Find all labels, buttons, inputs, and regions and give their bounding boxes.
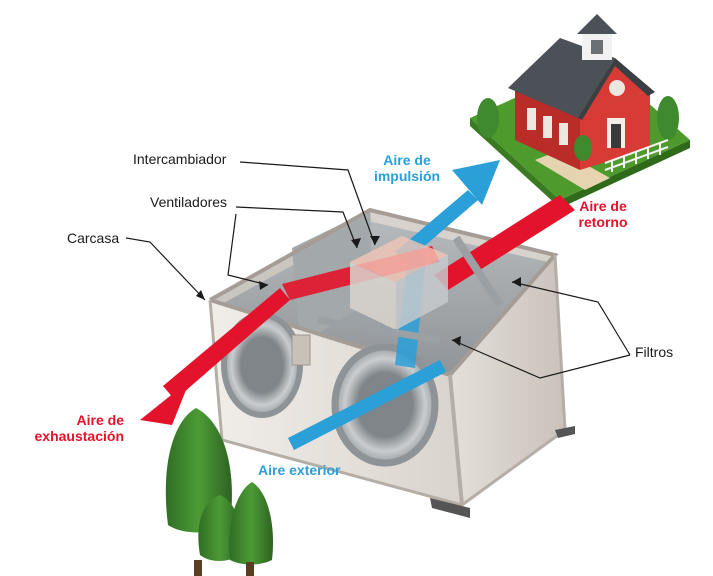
leader-filtros xyxy=(511,281,631,356)
garden-path xyxy=(535,150,610,190)
label-aire-impulsion-line2: impulsión xyxy=(373,168,441,184)
exterior-duct-opening xyxy=(331,343,439,467)
label-aire-retorno: Aire de retorno xyxy=(572,198,634,230)
tree xyxy=(229,482,274,565)
leader-ventiladores xyxy=(235,206,358,249)
label-aire-exhaustacion-line1: Aire de xyxy=(76,412,124,428)
label-aire-retorno-line2: retorno xyxy=(578,214,628,230)
exhaust-air-arrow xyxy=(163,288,290,400)
label-aire-retorno-line1: Aire de xyxy=(579,198,627,214)
fence xyxy=(604,139,669,172)
leader-filtros-2 xyxy=(451,339,631,379)
leader-carcasa xyxy=(125,237,206,301)
return-air-arrow xyxy=(434,195,575,290)
label-intercambiador: Intercambiador xyxy=(133,151,227,167)
label-aire-exhaustacion: Aire de exhaustación xyxy=(24,412,124,444)
unit-right-face xyxy=(450,255,565,505)
filter xyxy=(317,316,441,344)
filter xyxy=(452,235,504,308)
window xyxy=(559,123,568,145)
label-filtros: Filtros xyxy=(635,344,674,360)
door xyxy=(611,124,621,148)
label-aire-impulsion-line1: Aire de xyxy=(383,152,431,168)
bush xyxy=(574,135,592,161)
leader-lines xyxy=(125,161,631,379)
window xyxy=(543,116,552,138)
heat-exchanger xyxy=(350,236,448,282)
label-ventiladores: Ventiladores xyxy=(150,194,228,210)
label-carcasa: Carcasa xyxy=(67,230,120,246)
exterior-air-arrow xyxy=(288,360,446,450)
label-aire-exterior: Aire exterior xyxy=(258,462,341,478)
leader-ventiladores-2 xyxy=(227,213,269,286)
label-aire-exhaustacion-line2: exhaustación xyxy=(34,428,124,444)
bush xyxy=(477,98,499,138)
bush xyxy=(657,96,679,140)
round-window xyxy=(609,80,625,96)
leader-intercambiador xyxy=(239,161,376,246)
trees-illustration xyxy=(165,408,274,576)
house-illustration xyxy=(470,14,690,208)
label-aire-impulsion: Aire de impulsión xyxy=(370,152,444,184)
window xyxy=(527,108,536,130)
